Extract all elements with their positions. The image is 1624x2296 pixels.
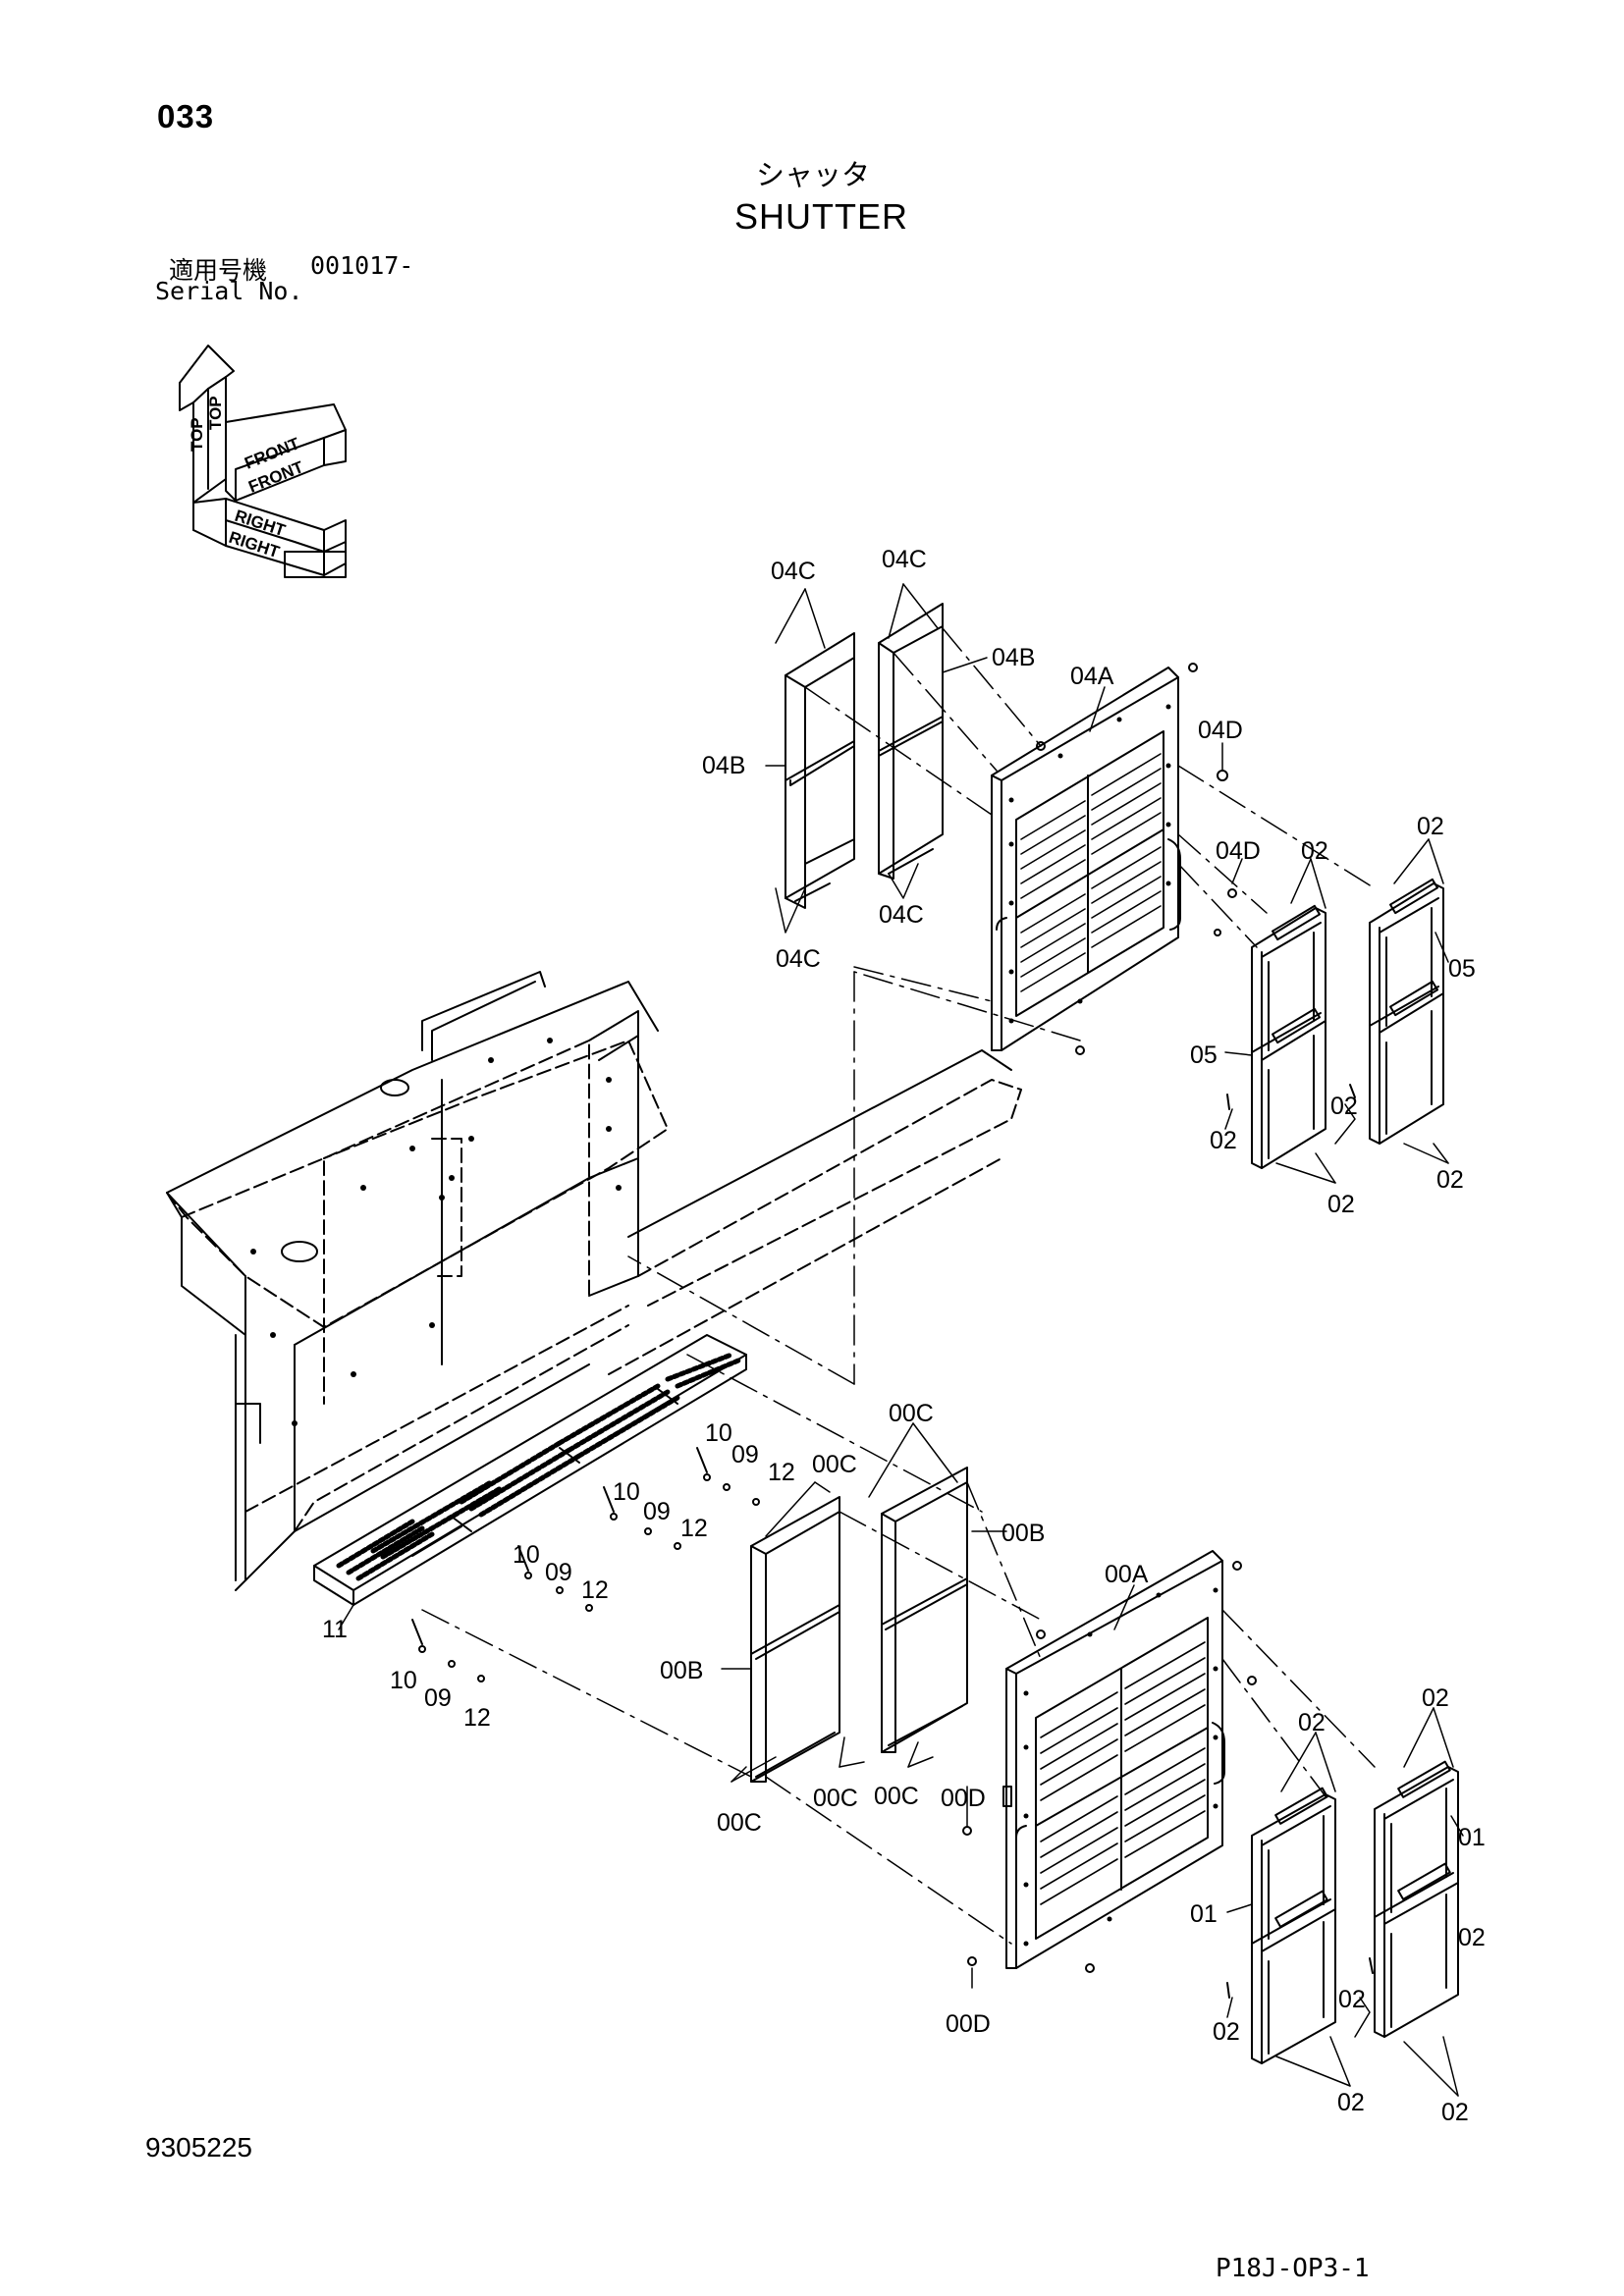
- callout-04C: 04C: [776, 945, 821, 973]
- callout-04B: 04B: [992, 644, 1035, 671]
- callout-02: 02: [1338, 1986, 1366, 2013]
- callout-02: 02: [1441, 2099, 1469, 2126]
- callout-10: 10: [390, 1667, 417, 1694]
- callout-00D: 00D: [941, 1785, 986, 1812]
- page-title: SHUTTER: [734, 196, 908, 237]
- callout-09: 09: [545, 1559, 572, 1586]
- callout-05: 05: [1190, 1041, 1218, 1069]
- callout-09: 09: [643, 1498, 671, 1525]
- callout-00C: 00C: [813, 1785, 858, 1812]
- callout-12: 12: [581, 1576, 609, 1604]
- callout-02: 02: [1213, 2018, 1240, 2046]
- callout-05: 05: [1448, 955, 1476, 983]
- page-number: 033: [157, 98, 215, 134]
- lower-screen-left: [1251, 1787, 1336, 2064]
- callout-02: 02: [1298, 1709, 1326, 1736]
- callout-12: 12: [768, 1459, 795, 1486]
- callout-11: 11: [322, 1616, 348, 1643]
- upper-screen-right: [1369, 878, 1444, 1145]
- fasteners: [411, 663, 1374, 1999]
- callout-02: 02: [1436, 1166, 1464, 1194]
- callout-00D: 00D: [946, 2010, 991, 2038]
- callout-12: 12: [680, 1515, 708, 1542]
- callout-02: 02: [1337, 2089, 1365, 2116]
- callout-00B: 00B: [660, 1657, 703, 1684]
- document-number: 9305225: [145, 2132, 253, 2163]
- callout-00C: 00C: [717, 1809, 762, 1837]
- callout-09: 09: [424, 1684, 452, 1712]
- callout-02: 02: [1422, 1684, 1449, 1712]
- lower-duct-right: [881, 1467, 968, 1753]
- serial-number-value: 001017-: [310, 251, 414, 280]
- lower-screen-right: [1374, 1760, 1459, 2038]
- phantom-lines: [421, 627, 1376, 1945]
- callout-02: 02: [1210, 1127, 1237, 1154]
- radiator-frame: [166, 971, 1022, 1591]
- callout-04C: 04C: [771, 558, 816, 585]
- upper-duct-right: [878, 603, 944, 880]
- lower-duct-left: [750, 1496, 840, 1783]
- serial-label: Serial No.: [155, 277, 303, 305]
- callout-00C: 00C: [812, 1451, 857, 1478]
- orientation-indicator: [179, 345, 347, 578]
- orientation-label-top: TOP: [188, 417, 206, 452]
- sheet-code: P18J-OP3-1: [1216, 2254, 1370, 2283]
- callout-04C: 04C: [879, 901, 924, 929]
- upper-shutter-panel: [991, 667, 1181, 1051]
- callout-10: 10: [613, 1478, 640, 1506]
- callout-02: 02: [1330, 1093, 1358, 1120]
- upper-screen-left: [1251, 904, 1326, 1169]
- callout-04B: 04B: [702, 752, 745, 779]
- lower-shutter-panel: [1002, 1550, 1225, 1969]
- callout-02: 02: [1301, 837, 1328, 865]
- title-japanese: シャッタ: [756, 160, 871, 191]
- callout-12: 12: [463, 1704, 491, 1732]
- callout-02: 02: [1327, 1191, 1355, 1218]
- leader-lines: [338, 583, 1464, 2097]
- callout-00C: 00C: [889, 1400, 934, 1427]
- orientation-label-top-2: TOP: [206, 396, 225, 430]
- upper-duct-left: [785, 632, 855, 909]
- callout-10: 10: [513, 1541, 540, 1569]
- callout-00C: 00C: [874, 1783, 919, 1810]
- callout-10: 10: [705, 1419, 732, 1447]
- callout-00B: 00B: [1001, 1520, 1045, 1547]
- callout-02: 02: [1417, 813, 1444, 840]
- callout-04D: 04D: [1216, 837, 1261, 865]
- callout-04D: 04D: [1198, 717, 1243, 744]
- callout-00A: 00A: [1105, 1561, 1149, 1588]
- callout-09: 09: [731, 1441, 759, 1468]
- callout-04C: 04C: [882, 546, 927, 573]
- serial-label-japanese: 適用号機: [169, 256, 268, 285]
- callout-02: 02: [1458, 1924, 1486, 1951]
- callout-01: 01: [1190, 1900, 1218, 1928]
- callout-04A: 04A: [1070, 663, 1114, 690]
- callout-01: 01: [1458, 1824, 1486, 1851]
